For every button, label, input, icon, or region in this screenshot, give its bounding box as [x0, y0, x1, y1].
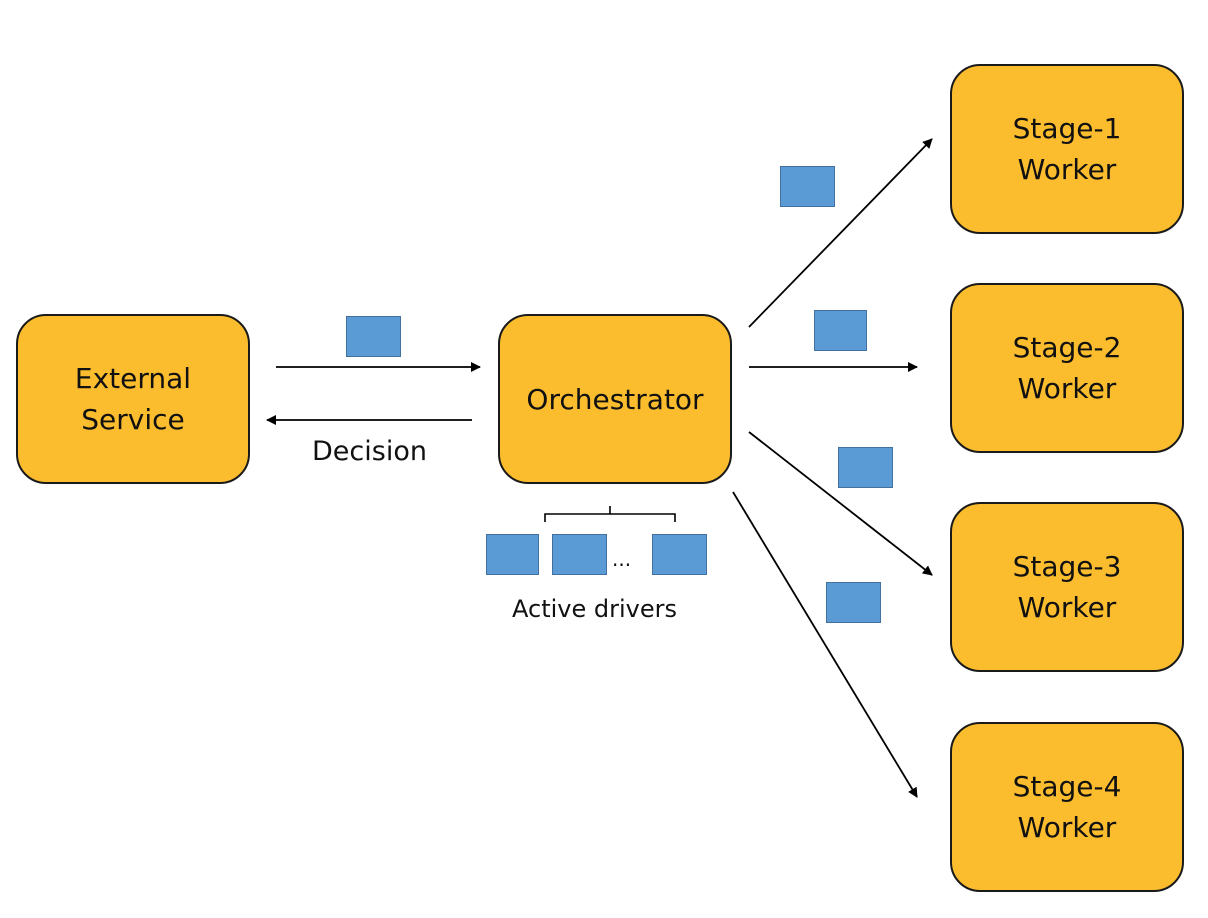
active-driver-token-2 [552, 534, 607, 575]
external-service-node[interactable]: External Service [16, 314, 250, 484]
active-drivers-label: Active drivers [512, 595, 677, 623]
request-token [346, 316, 401, 357]
stage-4-label-line1: Stage-4 [1012, 770, 1122, 803]
stage-4-label-line2: Worker [1017, 811, 1117, 844]
active-driver-token-1 [486, 534, 539, 575]
arrow-orchestrator-to-stage3 [748, 431, 933, 576]
stage-1-label-line1: Stage-1 [1012, 112, 1122, 145]
orchestrator-label: Orchestrator [526, 382, 704, 416]
stage-1-token [780, 166, 835, 207]
stage-2-worker-node[interactable]: Stage-2 Worker [950, 283, 1184, 453]
arrow-orchestrator-to-stage4 [732, 491, 918, 798]
orchestrator-node[interactable]: Orchestrator [498, 314, 732, 484]
stage-3-token [838, 447, 893, 488]
decision-label: Decision [312, 436, 427, 467]
external-service-label-line2: Service [81, 403, 185, 436]
stage-2-label-line2: Worker [1017, 372, 1117, 405]
stage-1-worker-node[interactable]: Stage-1 Worker [950, 64, 1184, 234]
external-service-label-line1: External [74, 362, 192, 395]
stage-3-label-line2: Worker [1017, 591, 1117, 624]
stage-1-label-line2: Worker [1017, 153, 1117, 186]
active-drivers-ellipsis: ... [612, 547, 632, 571]
stage-3-worker-node[interactable]: Stage-3 Worker [950, 502, 1184, 672]
stage-3-label-line1: Stage-3 [1012, 550, 1122, 583]
stage-4-worker-node[interactable]: Stage-4 Worker [950, 722, 1184, 892]
active-drivers-brace [544, 506, 676, 522]
active-driver-token-n [652, 534, 707, 575]
stage-2-token [814, 310, 867, 351]
stage-2-label-line1: Stage-2 [1012, 331, 1122, 364]
arrow-orchestrator-to-stage1 [748, 138, 933, 328]
stage-4-token [826, 582, 881, 623]
